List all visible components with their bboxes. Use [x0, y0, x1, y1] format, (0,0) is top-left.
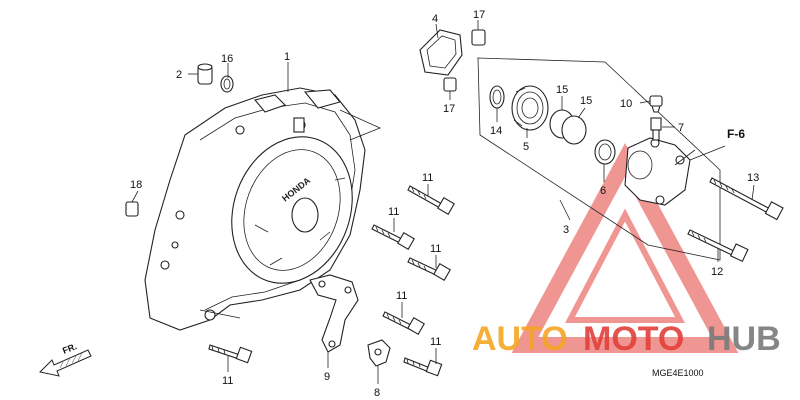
- watermark-wordmark: AUTO MOTO HUB: [472, 320, 781, 358]
- callout-2: 2: [176, 69, 182, 81]
- slave-cylinder-body: [624, 137, 691, 206]
- callout-14: 14: [490, 125, 502, 137]
- callout-18: 18: [130, 179, 142, 191]
- gasket-4: [419, 29, 463, 76]
- seal-6: [594, 139, 616, 165]
- bracket-9: [309, 274, 359, 353]
- bolt-11-a: [407, 185, 455, 215]
- front-direction-arrow: FR.: [38, 341, 92, 377]
- callout-13: 13: [747, 172, 759, 184]
- o-rings-15: [549, 109, 587, 145]
- bleeder-cap-10: [649, 95, 663, 113]
- bolt-11-b: [371, 224, 415, 250]
- watermark-part-moto: MOTO: [583, 320, 684, 358]
- direction-label: FR.: [61, 341, 78, 356]
- callout-3: 3: [563, 224, 569, 236]
- bracket-8: [367, 339, 391, 367]
- bolt-13: [709, 177, 784, 221]
- left-crankcase-cover: HONDA: [144, 87, 382, 331]
- callout-17-top: 17: [473, 9, 485, 21]
- subassembly-outline-3: [477, 57, 721, 261]
- bolt-12: [687, 229, 749, 263]
- dowel-pin-18: [125, 201, 139, 217]
- reference-label: F-6: [727, 127, 745, 141]
- reference-f6: F-6: [689, 127, 745, 161]
- seal-14: [489, 85, 505, 109]
- callout-labels: 2 16 1 18 4 17 17 14 5 15 15 6 10 7 3 13…: [130, 9, 759, 399]
- bolt-11-c: [407, 257, 451, 281]
- leader-lines: [131, 20, 755, 384]
- bolt-11-d: [382, 311, 425, 335]
- callout-4: 4: [432, 13, 438, 25]
- callout-8: 8: [374, 387, 380, 399]
- callout-11-e: 11: [222, 375, 233, 387]
- dowel-pin-2: [197, 63, 213, 85]
- piston-5: [511, 85, 549, 131]
- callout-10: 10: [620, 98, 632, 110]
- o-ring-16: [220, 75, 234, 93]
- callout-11-d: 11: [396, 290, 407, 302]
- callout-16: 16: [221, 53, 233, 65]
- callout-9: 9: [324, 371, 330, 383]
- bolt-11-e: [208, 344, 253, 364]
- callout-12: 12: [711, 266, 723, 278]
- callout-6: 6: [600, 185, 606, 197]
- callout-11-c: 11: [430, 243, 441, 255]
- callout-15-a: 15: [556, 84, 568, 96]
- bleeder-valve-7: [650, 117, 662, 141]
- drawing-code: MGE4E1000: [652, 368, 704, 378]
- dowel-pin-17-top: [471, 29, 486, 46]
- callout-5: 5: [523, 141, 529, 153]
- callout-11-a: 11: [422, 172, 433, 184]
- callout-11-f: 11: [430, 336, 441, 348]
- callout-7: 7: [678, 122, 684, 134]
- dowel-pin-17-bottom: [443, 77, 457, 92]
- watermark-part-auto: AUTO: [472, 320, 568, 358]
- watermark-logo-triangle: [511, 143, 739, 353]
- watermark-part-hub: HUB: [707, 320, 781, 358]
- callout-1: 1: [284, 51, 290, 63]
- callout-11-b: 11: [388, 206, 399, 218]
- callout-17-bottom: 17: [443, 103, 455, 115]
- callout-15-b: 15: [580, 95, 592, 107]
